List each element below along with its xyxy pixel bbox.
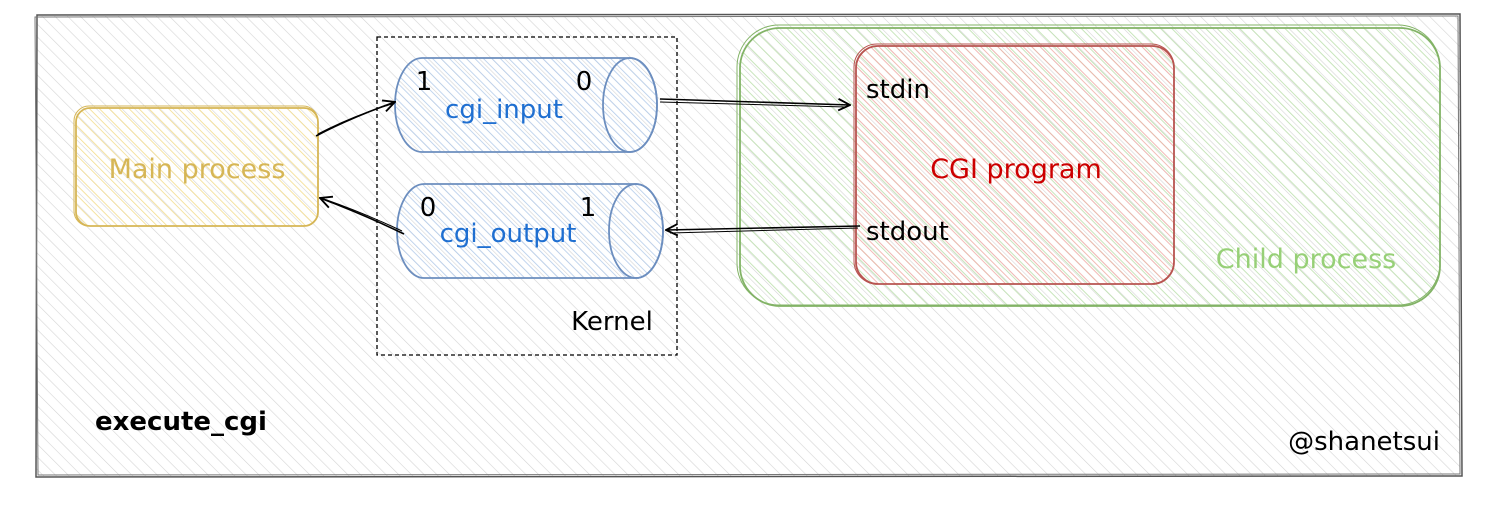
stdout-label: stdout: [866, 217, 949, 247]
cgi-program-box: CGI program stdin stdout: [853, 43, 1175, 285]
execute-cgi-label: execute_cgi: [95, 407, 267, 437]
main-process-label: Main process: [109, 154, 286, 185]
cgi-input-label: cgi_input: [445, 95, 563, 125]
cgi-input-left-end: 1: [416, 67, 433, 97]
cgi-program-label: CGI program: [930, 154, 1102, 185]
cgi-output-pipe: 0 1 cgi_output: [396, 183, 664, 279]
cgi-input-pipe: 1 0 cgi_input: [394, 57, 658, 153]
kernel-box: Kernel: [376, 36, 678, 356]
arrow-cgi-input-to-stdin-stroke2: [659, 101, 847, 108]
cgi-input-right-end: 0: [576, 67, 593, 97]
arrow-cgi-output-to-main: [320, 198, 405, 235]
arrow-stdout-to-cgi-output-stroke2: [669, 227, 859, 234]
cgi-output-right-end: 1: [580, 193, 597, 223]
stdin-label: stdin: [866, 75, 930, 105]
arrow-cgi-input-to-stdin: [659, 99, 850, 105]
main-process-box: Main process: [73, 105, 319, 227]
arrow-main-to-cgi-input-stroke2: [317, 103, 393, 135]
arrow-cgi-output-to-main-stroke2: [323, 198, 403, 232]
arrow-main-to-cgi-input: [315, 102, 395, 137]
kernel-label: Kernel: [571, 307, 653, 337]
child-process-label: Child process: [1216, 244, 1396, 275]
arrow-stdout-to-cgi-output: [666, 226, 861, 230]
cgi-output-left-end: 0: [420, 193, 437, 223]
watermark-label: @shanetsui: [1288, 427, 1440, 457]
cgi-output-label: cgi_output: [440, 219, 577, 249]
